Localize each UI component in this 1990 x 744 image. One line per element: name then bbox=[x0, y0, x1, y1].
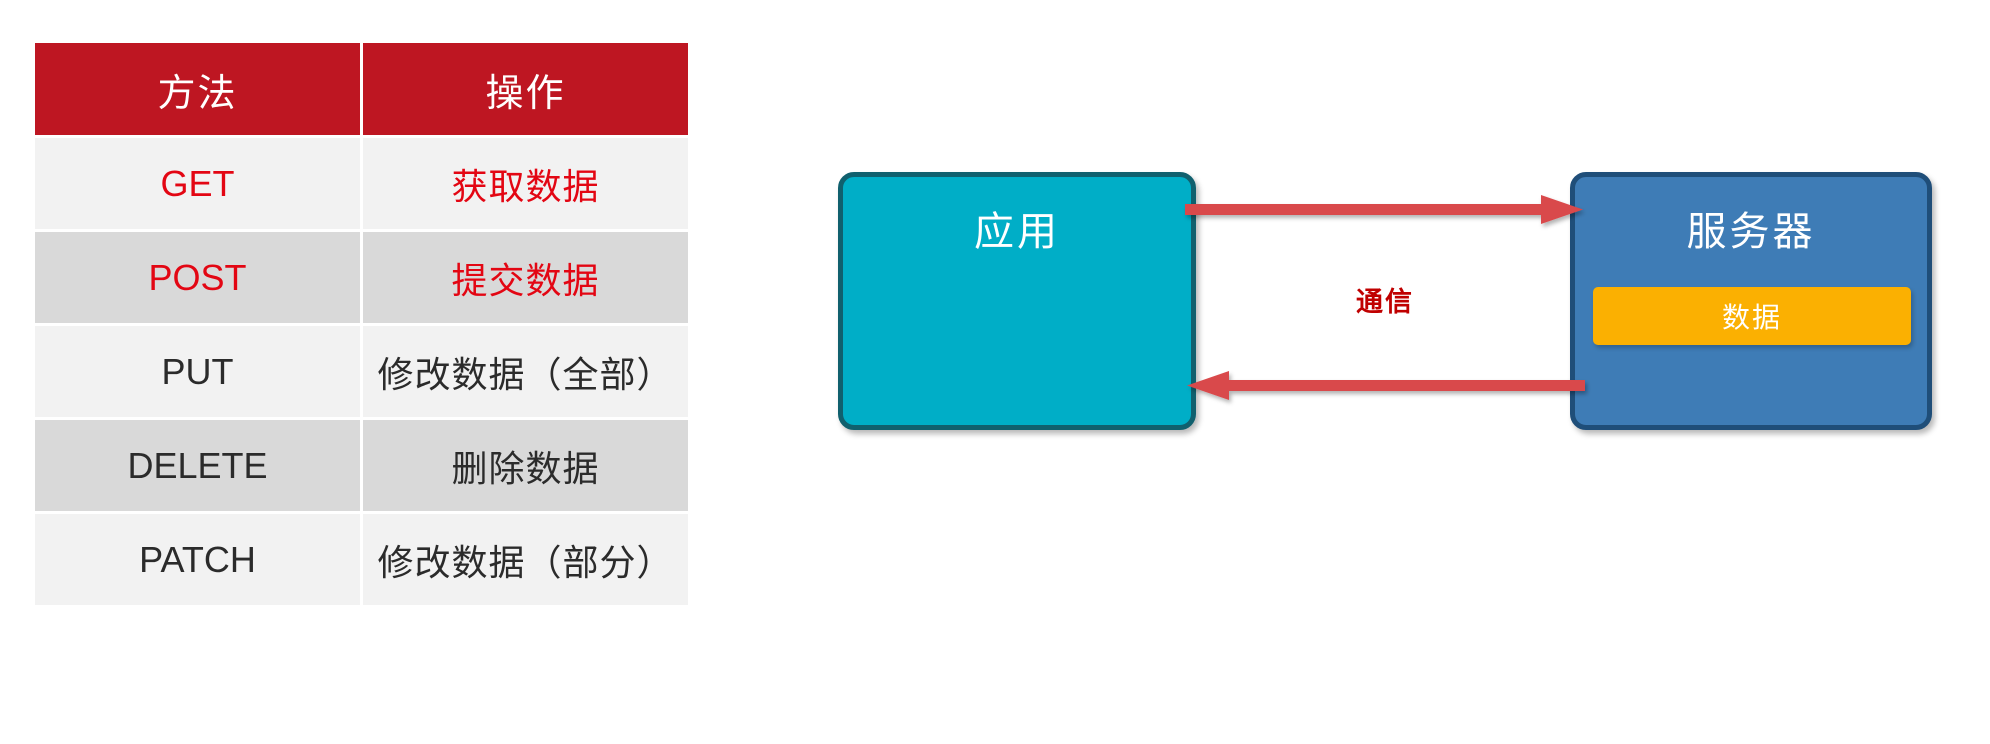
column-header-action: 操作 bbox=[363, 43, 688, 135]
cell-method: PUT bbox=[35, 326, 360, 417]
app-node[interactable]: 应用 bbox=[838, 172, 1196, 430]
cell-action: 提交数据 bbox=[363, 232, 688, 323]
cell-method: DELETE bbox=[35, 420, 360, 511]
cell-method: GET bbox=[35, 138, 360, 229]
cell-action: 修改数据（全部） bbox=[363, 326, 688, 417]
data-chip[interactable]: 数据 bbox=[1593, 287, 1911, 345]
response-arrow bbox=[1185, 368, 1585, 410]
cell-action: 修改数据（部分） bbox=[363, 514, 688, 605]
request-arrow bbox=[1185, 192, 1585, 234]
http-method-table: 方法 操作 GET 获取数据 POST 提交数据 PUT 修改数据（全部） DE… bbox=[32, 40, 691, 608]
server-node-label: 服务器 bbox=[1686, 210, 1816, 254]
cell-method: POST bbox=[35, 232, 360, 323]
table-row: DELETE 删除数据 bbox=[35, 420, 688, 511]
column-header-method: 方法 bbox=[35, 43, 360, 135]
cell-action: 获取数据 bbox=[363, 138, 688, 229]
cell-method: PATCH bbox=[35, 514, 360, 605]
table-row: GET 获取数据 bbox=[35, 138, 688, 229]
server-node[interactable]: 服务器 数据 bbox=[1570, 172, 1932, 430]
communication-label: 通信 bbox=[1356, 287, 1414, 317]
table-row: POST 提交数据 bbox=[35, 232, 688, 323]
app-node-label: 应用 bbox=[974, 210, 1060, 254]
cell-action: 删除数据 bbox=[363, 420, 688, 511]
arrow-right-icon bbox=[1185, 195, 1583, 224]
table-row: PUT 修改数据（全部） bbox=[35, 326, 688, 417]
table-row: PATCH 修改数据（部分） bbox=[35, 514, 688, 605]
arrow-left-icon bbox=[1187, 371, 1585, 400]
table-header-row: 方法 操作 bbox=[35, 43, 688, 135]
